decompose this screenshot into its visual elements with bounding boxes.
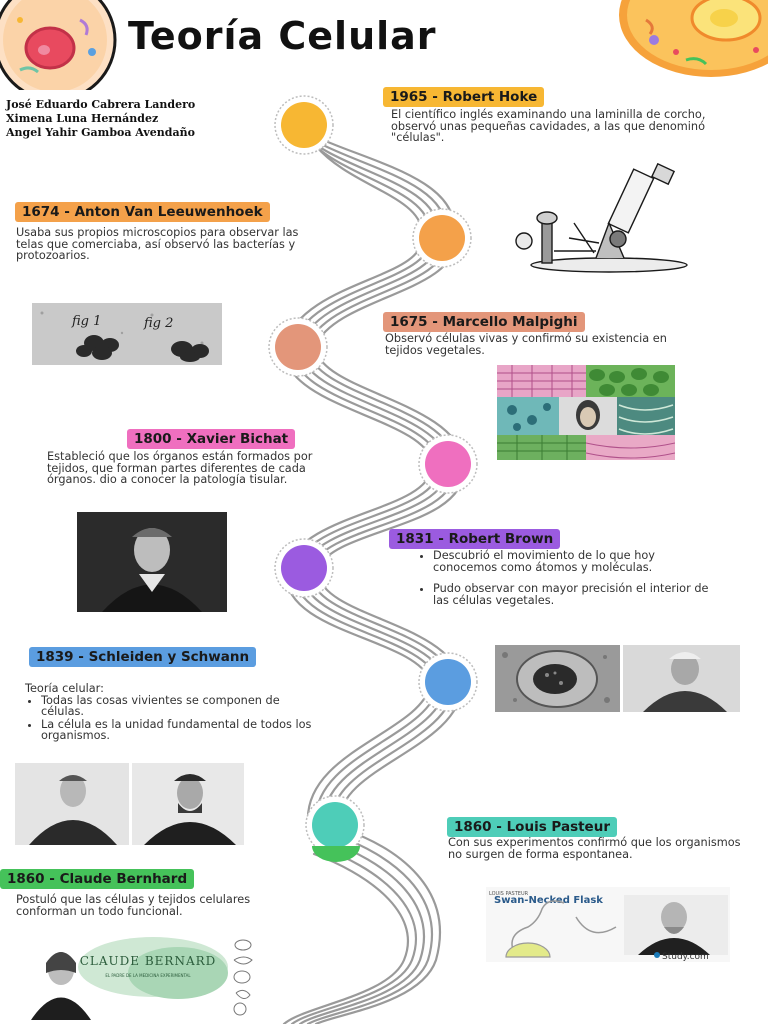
cell-illustration-left [0,0,117,90]
event-label-schleiden-schwann: 1839 - Schleiden y Schwann [29,647,257,667]
schwann-portrait [132,763,244,845]
event-text-bernard: Postuló que las células y tejidos celula… [16,893,251,918]
fig-label: fig 1 [71,314,101,329]
bacteria-drawing: fig 1 fig 2 [32,303,222,365]
study-logo: Study.com [662,952,709,962]
bernard-name: CLAUDE BERNARD [80,954,217,968]
swan-necked-flask-image: LOUIS PASTEUR Swan-Necked Flask Study.co… [486,887,730,962]
flask-title: Swan-Necked Flask [494,895,603,906]
cell-micrograph [495,645,620,712]
bernard-illustration: CLAUDE BERNARD EL PADRE DE LA MEDICINA E… [28,935,268,1020]
list-item: Todas las cosas vivientes se componen de… [41,694,315,718]
author-list: José Eduardo Cabrera Landero Ximena Luna… [6,98,195,140]
list-item: La célula es la unidad fundamental de to… [41,718,315,742]
event-label-bichat: 1800 - Xavier Bichat [127,429,296,449]
timeline-nodes [268,95,478,862]
event-text-malpighi: Observó células vivas y confirmó su exis… [385,332,667,357]
event-text-pasteur: Con sus experimentos confirmó que los or… [448,836,741,861]
event-label-hooke: 1965 - Robert Hoke [383,87,545,107]
list-item: Pudo observar con mayor precisión el int… [433,583,717,606]
image-header: LOUIS PASTEUR [489,891,529,897]
event-text-brown: Descubrió el movimiento de lo que hoy co… [417,550,717,616]
event-text-hooke: El científico inglés examinando una lami… [391,108,706,144]
event-text-bichat: Estableció que los órganos están formado… [47,450,313,486]
event-label-bernard: 1860 - Claude Bernhard [0,869,195,889]
cell-illustration-right [619,0,768,77]
fig-label: fig 2 [143,316,173,331]
event-label-leeuwenhoek: 1674 - Anton Van Leeuwenhoek [15,202,270,222]
author-name: Angel Yahir Gamboa Avendaño [6,126,195,139]
event-label-brown: 1831 - Robert Brown [389,529,561,549]
event-text-schleiden-schwann: Teoría celular: Todas las cosas viviente… [25,683,315,743]
list-item: Descubrió el movimiento de lo que hoy co… [433,550,717,573]
event-text-leeuwenhoek: Usaba sus propios microscopios para obse… [16,226,299,262]
event-label-malpighi: 1675 - Marcello Malpighi [383,312,585,332]
tissue-collage [497,365,675,460]
bichat-portrait [77,512,227,612]
author-name: José Eduardo Cabrera Landero [6,98,196,111]
brown-portrait [623,645,740,712]
schleiden-portrait [15,763,129,845]
event-label-pasteur: 1860 - Louis Pasteur [447,817,617,837]
bernard-subtitle: EL PADRE DE LA MEDICINA EXPERIMENTAL [105,973,191,978]
page-title: Teoría Celular [128,14,437,58]
microscope-illustration [515,163,688,273]
intro-text: Teoría celular: [25,682,104,695]
author-name: Ximena Luna Hernández [6,112,159,125]
